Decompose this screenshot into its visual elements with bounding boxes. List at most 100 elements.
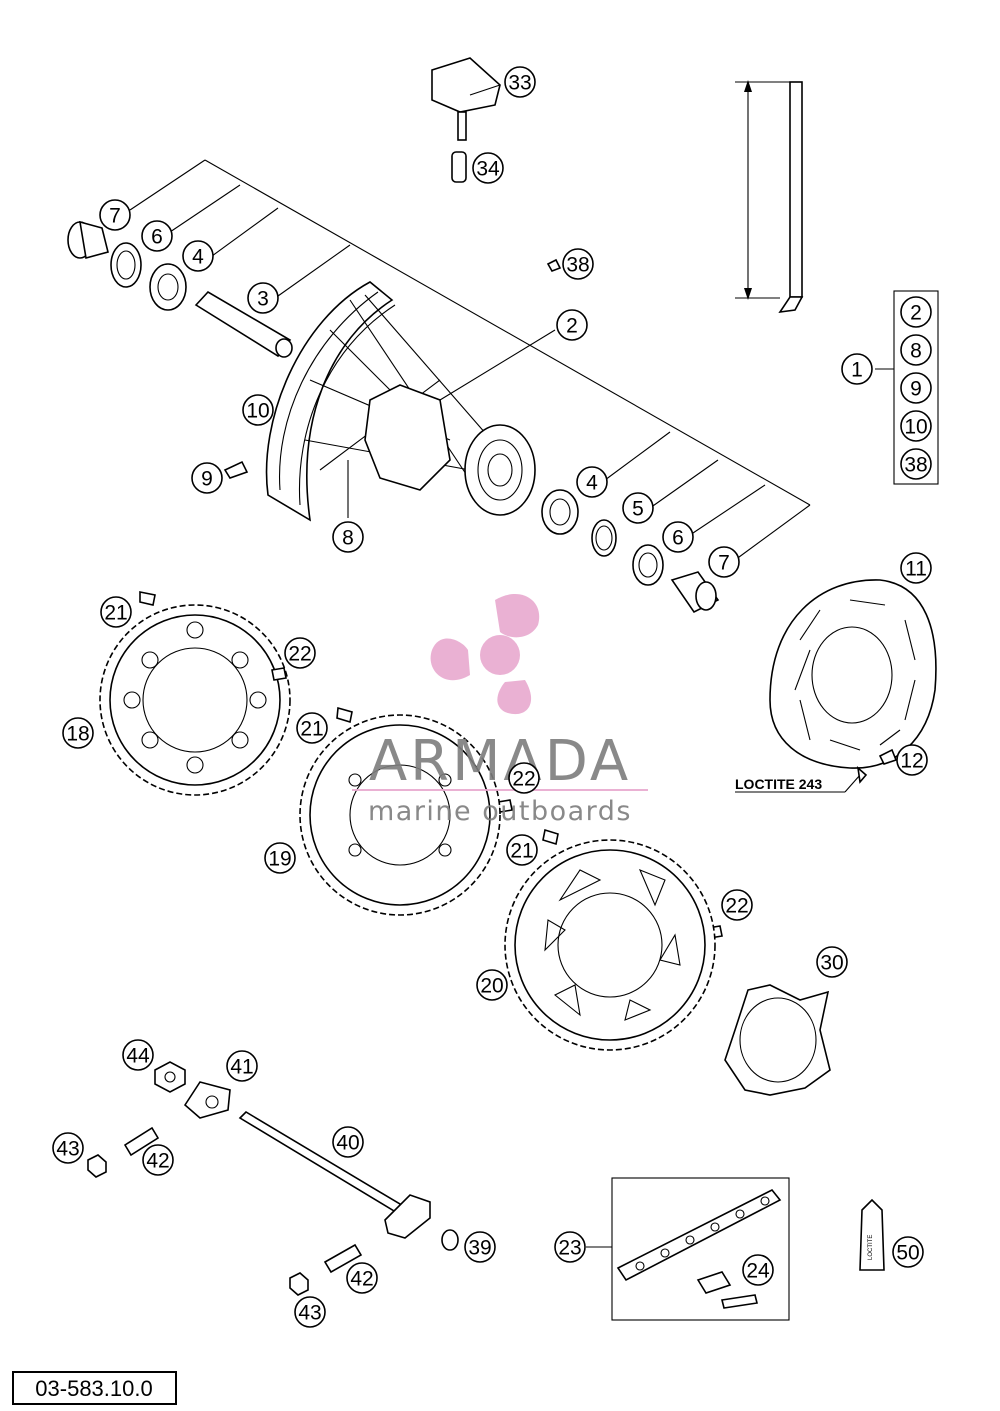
- callout-circle: [841, 353, 873, 385]
- callout-number: 50: [896, 1242, 919, 1265]
- callout-circle: [476, 969, 508, 1001]
- callout-circle: [508, 762, 540, 794]
- callout-number: 33: [508, 72, 531, 95]
- loctite-note: LOCTITE 243: [735, 776, 822, 792]
- callout-circle: [100, 596, 132, 628]
- document-number: 03-583.10.0: [35, 1376, 152, 1401]
- callout-c4b: 4: [576, 466, 608, 498]
- spacer-sleeve-part: [451, 151, 467, 183]
- callout-k10: 10: [900, 410, 932, 442]
- callout-c40: 40: [332, 1126, 364, 1158]
- callout-c39: 39: [464, 1231, 496, 1263]
- sprocket-18-part: [99, 604, 291, 796]
- rear-wheel-part: [265, 281, 536, 522]
- axle-part: [238, 1110, 431, 1239]
- callout-circle: [900, 552, 932, 584]
- brand-tagline: marine outboards: [368, 796, 632, 827]
- callout-number: 18: [66, 723, 89, 746]
- callout-circle: [472, 152, 504, 184]
- callout-circle: [242, 394, 274, 426]
- callout-circle: [556, 309, 588, 341]
- callout-k38: 38: [900, 448, 932, 480]
- callout-number: 42: [350, 1268, 373, 1291]
- callout-c21c: 21: [506, 834, 538, 866]
- callout-circle: [296, 712, 328, 744]
- callout-circle: [141, 220, 173, 252]
- callout-circle: [562, 248, 594, 280]
- disc-bolt-part: [856, 748, 898, 784]
- callout-circle: [332, 521, 364, 553]
- callout-circle: [816, 946, 848, 978]
- spoke-nipple-part: [546, 258, 562, 272]
- callout-number: 12: [900, 750, 923, 773]
- brake-disc-part: [769, 579, 937, 769]
- leader-lines: [129, 80, 897, 1248]
- callout-number: 39: [468, 1237, 491, 1260]
- callout-number: 5: [632, 498, 644, 521]
- callout-number: 22: [288, 643, 311, 666]
- callout-number: 21: [104, 602, 127, 625]
- callout-circle: [721, 889, 753, 921]
- callout-number: 9: [201, 468, 213, 491]
- chain-link-part: [696, 1271, 758, 1309]
- callout-number: 9: [910, 378, 922, 401]
- callout-circle: [264, 842, 296, 874]
- axle-cap-part: [441, 1229, 459, 1251]
- callout-number: 8: [910, 340, 922, 363]
- callout-circle: [896, 744, 928, 776]
- callout-c8a: 8: [332, 521, 364, 553]
- valve-part: [223, 460, 249, 479]
- sprocket-20-part: [504, 839, 716, 1051]
- chain-adjuster-parts: [154, 1061, 231, 1119]
- callout-circle: [332, 1126, 364, 1158]
- callout-circle: [576, 466, 608, 498]
- callout-c38a: 38: [562, 248, 594, 280]
- propeller-icon: [430, 594, 540, 715]
- callout-circle: [900, 448, 932, 480]
- callout-circle: [226, 1050, 258, 1082]
- callout-circle: [182, 240, 214, 272]
- callout-circle: [247, 282, 279, 314]
- callout-c43b: 43: [294, 1296, 326, 1328]
- callout-number: 10: [904, 416, 927, 439]
- callout-circle: [62, 717, 94, 749]
- callout-circle: [52, 1132, 84, 1164]
- callout-circle: [900, 372, 932, 404]
- kit-box: [893, 290, 939, 485]
- loctite-tube-part: LOCTITE: [859, 1198, 885, 1271]
- callout-number: 4: [586, 472, 598, 495]
- callout-number: 34: [476, 158, 500, 181]
- callout-c33a: 33: [504, 66, 536, 98]
- brand-name: ARMADA: [369, 729, 631, 794]
- callout-circle: [742, 1254, 774, 1286]
- callout-c18: 18: [62, 717, 94, 749]
- callout-c21a: 21: [100, 596, 132, 628]
- left-axle-parts: [67, 220, 293, 358]
- callout-c41: 41: [226, 1050, 258, 1082]
- callout-number: 42: [146, 1150, 169, 1173]
- spoke-part: [778, 81, 804, 314]
- callout-c7b: 7: [708, 546, 740, 578]
- callout-number: 6: [151, 226, 163, 249]
- callout-c34: 34: [472, 152, 504, 184]
- callout-circle: [142, 1144, 174, 1176]
- callout-number: 7: [109, 205, 121, 228]
- callout-c3: 3: [247, 282, 279, 314]
- callout-c42a: 42: [142, 1144, 174, 1176]
- callout-c42b: 42: [346, 1262, 378, 1294]
- callout-circle: [294, 1296, 326, 1328]
- callout-number: 2: [910, 302, 922, 325]
- callout-c1: 1: [841, 353, 873, 385]
- chain-guide-part: [431, 57, 501, 141]
- callout-number: 40: [336, 1132, 359, 1155]
- callout-c6a: 6: [141, 220, 173, 252]
- gasket-part: [724, 984, 831, 1096]
- callout-c20: 20: [476, 969, 508, 1001]
- callout-number: 10: [246, 400, 269, 423]
- callout-c11: 11: [900, 552, 932, 584]
- callout-number: 30: [820, 952, 843, 975]
- callout-circle: [504, 66, 536, 98]
- callout-number: 24: [746, 1260, 770, 1283]
- callout-number: 23: [558, 1237, 581, 1260]
